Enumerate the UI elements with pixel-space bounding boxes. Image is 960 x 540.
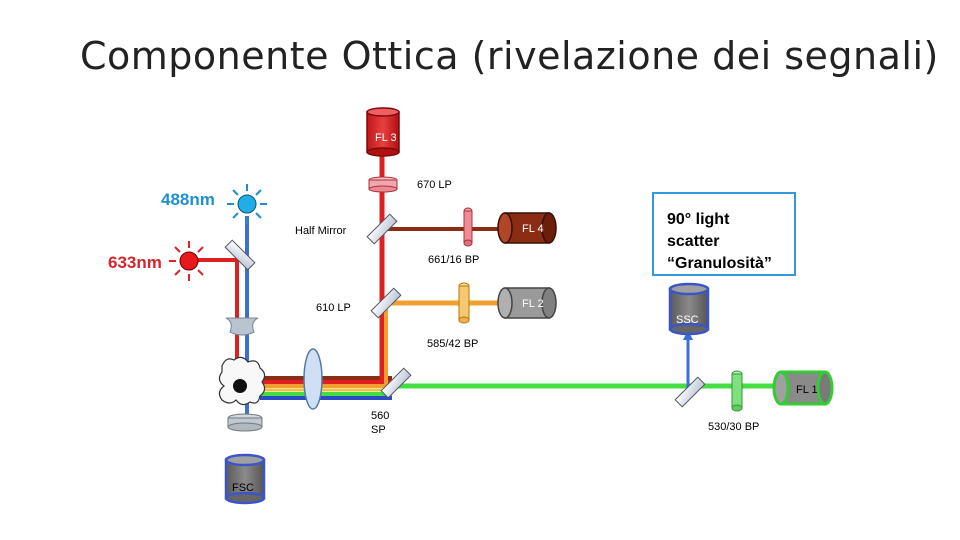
fl4-label: FL 4	[522, 223, 544, 235]
filter-585bp	[458, 282, 470, 324]
filter-560-label-b: SP	[371, 424, 386, 436]
focusing-lens	[225, 317, 259, 336]
ssc-mirror	[674, 376, 706, 408]
ssc-detector	[668, 282, 710, 336]
scatter-info-box	[652, 192, 796, 276]
filter-585-label: 585/42 BP	[427, 338, 478, 350]
fsc-detector	[224, 453, 266, 505]
fl1-label: FL 1	[796, 384, 818, 396]
fl3-label: FL 3	[375, 132, 397, 144]
filter-670lp-label: 670 LP	[417, 179, 452, 191]
laser-633-label: 633nm	[108, 253, 162, 272]
flow-cell-sample	[218, 356, 266, 406]
collection-lens	[303, 348, 323, 410]
filter-661bp	[463, 207, 473, 247]
filter-670lp	[368, 176, 398, 193]
dichroic-610	[370, 287, 402, 319]
fl3-detector	[366, 107, 400, 157]
fsc-filter	[227, 413, 263, 432]
half-mirror	[366, 213, 398, 245]
fl1-detector	[772, 370, 834, 406]
laser-mirror	[224, 239, 256, 271]
scatter-box-line1: 90° light	[667, 211, 730, 228]
fl2-label: FL 2	[522, 298, 544, 310]
slide-title: Componente Ottica (rivelazione dei segna…	[80, 34, 939, 78]
filter-560-label-a: 560	[371, 410, 389, 422]
half-mirror-label: Half Mirror	[295, 225, 347, 237]
red-laser-icon	[169, 241, 209, 281]
filter-610lp-label: 610 LP	[316, 302, 351, 314]
fl2-detector	[497, 287, 557, 319]
dichroic-560	[380, 367, 412, 399]
scatter-box-line3: “Granulosità”	[667, 255, 772, 272]
filter-661-label: 661/16 BP	[428, 254, 479, 266]
fsc-label: FSC	[232, 482, 254, 494]
fl4-detector	[497, 212, 557, 244]
filter-530-label: 530/30 BP	[708, 421, 759, 433]
scatter-box-line2: scatter	[667, 233, 719, 250]
laser-488-label: 488nm	[161, 190, 215, 209]
ssc-label: SSC	[676, 314, 699, 326]
filter-530bp	[731, 370, 743, 412]
blue-laser-icon	[227, 184, 267, 224]
